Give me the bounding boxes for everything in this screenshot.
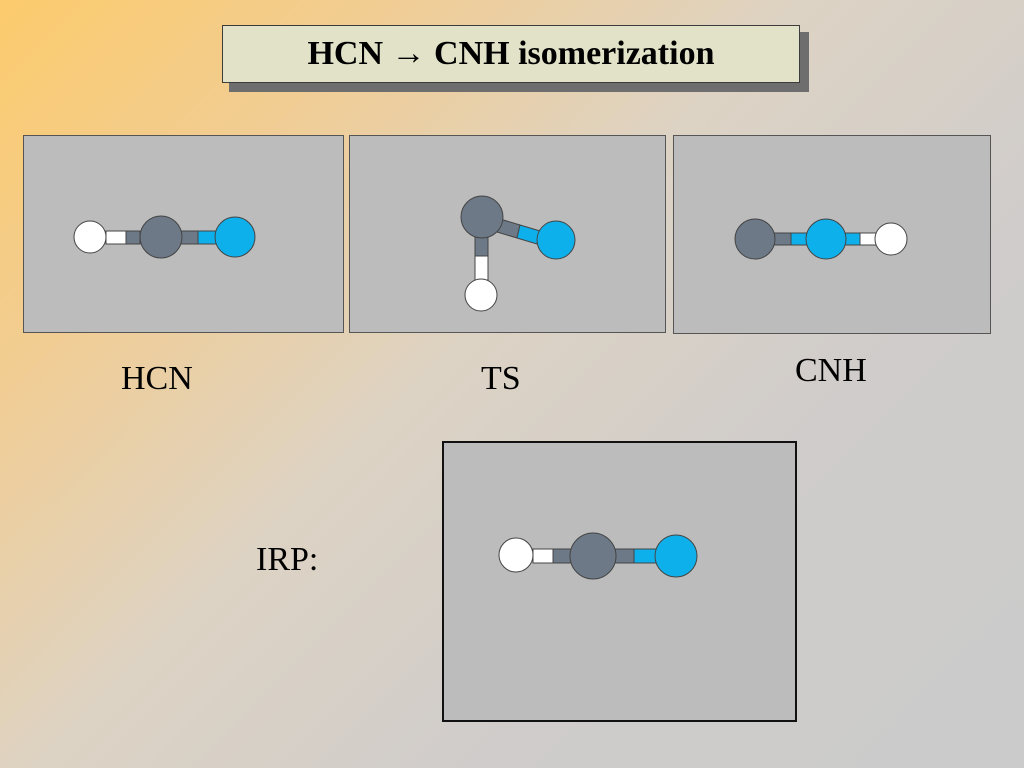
- cnh-label: CNH: [795, 352, 867, 389]
- nitrogen-atom: [654, 534, 698, 578]
- hcn-molecule: [73, 215, 256, 259]
- irp-label: IRP:: [256, 541, 319, 578]
- irp-molecule: [498, 532, 698, 580]
- carbon-atom: [734, 218, 776, 260]
- hydrogen-atom: [464, 278, 498, 312]
- nitrogen-atom: [536, 220, 576, 260]
- hcn-label: HCN: [121, 360, 193, 397]
- bond-c-n: [772, 232, 810, 246]
- bond-c-n: [613, 548, 657, 564]
- hydrogen-atom: [874, 222, 908, 256]
- bond-c-h: [474, 235, 489, 281]
- nitrogen-atom: [214, 216, 256, 258]
- hydrogen-atom: [498, 537, 534, 573]
- ts-molecule: [460, 195, 576, 312]
- nitrogen-atom: [805, 218, 847, 260]
- bond-h-c: [105, 230, 141, 245]
- carbon-atom: [569, 532, 617, 580]
- bond-h-c: [532, 548, 572, 564]
- ts-label: TS: [481, 360, 521, 397]
- hydrogen-atom: [73, 220, 107, 254]
- slide-title: HCN → CNH isomerization: [307, 35, 715, 72]
- ts-panel: [349, 135, 666, 333]
- hcn-panel: [23, 135, 344, 333]
- carbon-atom: [460, 195, 504, 239]
- title-box: HCN → CNH isomerization: [222, 25, 800, 83]
- bond-n-h: [843, 232, 879, 246]
- bond-c-n: [179, 230, 221, 245]
- bond-c-n: [496, 218, 541, 245]
- irp-panel: [442, 441, 797, 722]
- cnh-panel: [673, 135, 991, 334]
- carbon-atom: [139, 215, 183, 259]
- cnh-molecule: [734, 218, 908, 260]
